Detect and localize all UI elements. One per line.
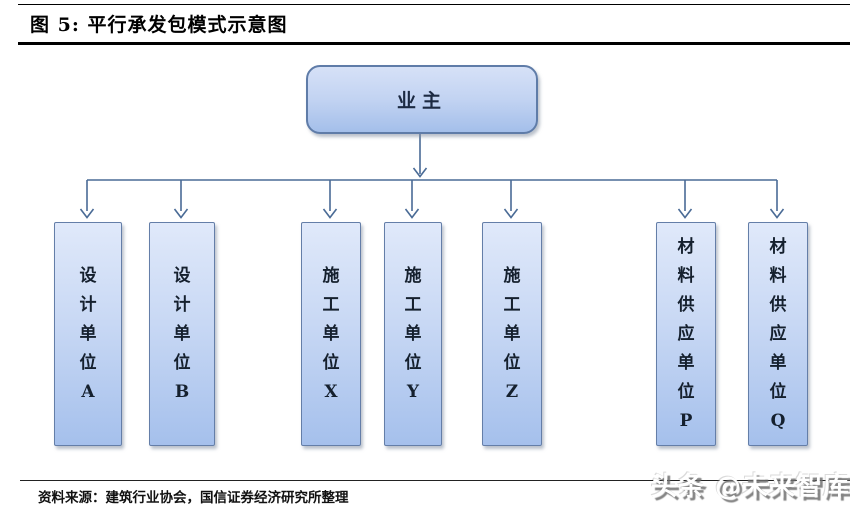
unit-node-construction-x: 施工单位X xyxy=(301,222,361,446)
unit-label: 材料供应单位P xyxy=(677,236,695,431)
unit-label: 施工单位Y xyxy=(404,265,422,402)
unit-node-construction-y: 施工单位Y xyxy=(384,222,442,446)
top-rule xyxy=(18,4,850,5)
source-text: 建筑行业协会，国信证券经济研究所整理 xyxy=(105,490,349,506)
down-arrowhead-icon xyxy=(173,208,189,219)
figure-title: 图 5: 平行承发包模式示意图 xyxy=(30,14,288,36)
down-arrowhead-icon xyxy=(79,208,95,219)
watermark: 头条 @未来智库 xyxy=(650,472,850,502)
source-label: 资料来源： xyxy=(38,490,106,506)
unit-node-material-p: 材料供应单位P xyxy=(656,222,716,446)
down-arrowhead-icon xyxy=(769,208,785,219)
owner-arrowhead-icon xyxy=(412,167,428,178)
unit-label: 施工单位Z xyxy=(503,265,521,402)
down-arrowhead-icon xyxy=(322,208,338,219)
owner-label: 业主 xyxy=(396,90,447,112)
down-arrowhead-icon xyxy=(677,208,693,219)
unit-label: 材料供应单位Q xyxy=(769,236,787,431)
down-arrowhead-icon xyxy=(503,208,519,219)
unit-node-design-a: 设计单位A xyxy=(54,222,122,446)
unit-label: 设计单位B xyxy=(173,265,191,402)
title-underline-rule xyxy=(18,42,850,45)
unit-label: 施工单位X xyxy=(322,265,340,402)
footer-rule xyxy=(20,480,850,481)
down-arrowhead-icon xyxy=(404,208,420,219)
unit-label: 设计单位A xyxy=(79,265,97,402)
source-line: 资料来源：建筑行业协会，国信证券经济研究所整理 xyxy=(38,486,349,506)
unit-node-design-b: 设计单位B xyxy=(149,222,215,446)
unit-node-material-q: 材料供应单位Q xyxy=(748,222,808,446)
owner-node: 业主 xyxy=(306,65,538,134)
unit-node-construction-z: 施工单位Z xyxy=(482,222,542,446)
